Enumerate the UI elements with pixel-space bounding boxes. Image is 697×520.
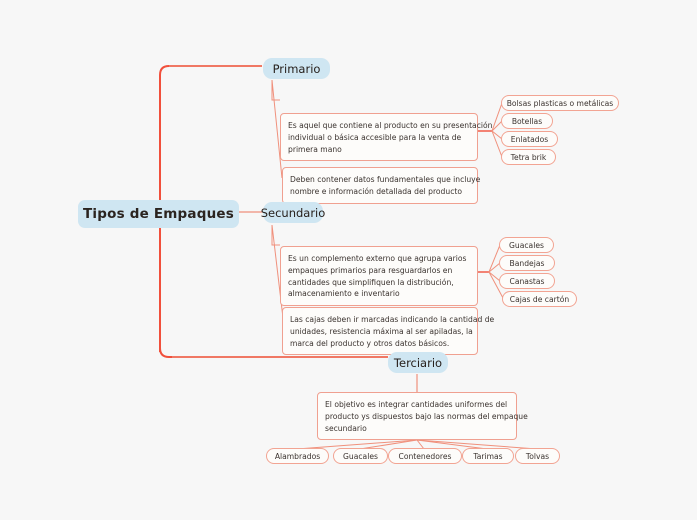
leaf-cajas-de-carton[interactable]: Cajas de cartón <box>502 291 577 307</box>
primario-description-2[interactable]: Deben contener datos fundamentales que i… <box>282 167 481 204</box>
primario-fan-1 <box>271 80 280 101</box>
leaf-canastas[interactable]: Canastas <box>499 273 555 289</box>
leaf-enlatados[interactable]: Enlatados <box>501 131 558 147</box>
desc-line: cantidades que simplifiquen la distribuc… <box>288 277 454 287</box>
leaf-label: Bolsas plasticas o metálicas <box>506 98 614 108</box>
desc-line: primera mano <box>288 144 342 154</box>
leaf-label: Tolvas <box>525 451 550 461</box>
secundario-description-2[interactable]: Las cajas deben ir marcadas indicando la… <box>282 307 495 356</box>
desc-line: empaques primarios para resguardarlos en <box>288 265 453 275</box>
leaf-botellas[interactable]: Botellas <box>501 113 553 129</box>
leaf-bandejas[interactable]: Bandejas <box>499 255 555 271</box>
leaf-label: Guacales <box>343 451 378 461</box>
leaf-label: Botellas <box>511 116 543 126</box>
leaf-label: Bandejas <box>509 258 545 268</box>
topic-secundario[interactable]: Secundario <box>260 202 326 223</box>
leaf-label: Alambrados <box>274 451 321 461</box>
desc-line: Deben contener datos fundamentales que i… <box>290 175 481 184</box>
primario-description-1[interactable]: Es aquel que contiene al producto en su … <box>280 113 493 162</box>
root-label: Tipos de Empaques <box>83 206 234 222</box>
desc-line: Es un complemento externo que agrupa var… <box>288 254 467 263</box>
primario-leaf-c1 <box>491 102 503 132</box>
leaf-guacales-secundario[interactable]: Guacales <box>499 237 554 253</box>
leaf-tolvas[interactable]: Tolvas <box>515 448 560 464</box>
leaf-label: Enlatados <box>510 134 549 144</box>
desc-line: individual o básica accesible para la ve… <box>288 132 462 142</box>
desc-line: Es aquel que contiene al producto en su … <box>288 121 493 130</box>
desc-line: almacenamiento e inventario <box>288 289 400 299</box>
topic-secundario-label: Secundario <box>260 205 326 220</box>
leaf-label: Canastas <box>509 276 545 286</box>
topic-primario[interactable]: Primario <box>263 58 330 79</box>
secundario-description-1[interactable]: Es un complemento externo que agrupa var… <box>280 246 478 307</box>
leaf-label: Tetra brik <box>510 152 547 162</box>
leaf-tetra-brik[interactable]: Tetra brik <box>501 149 556 165</box>
leaf-label: Contenedores <box>398 451 452 461</box>
desc-line: Las cajas deben ir marcadas indicando la… <box>290 315 495 324</box>
desc-line: El objetivo es integrar cantidades unifo… <box>325 400 508 409</box>
leaf-label: Cajas de cartón <box>509 294 570 304</box>
leaf-bolsas-plasticas[interactable]: Bolsas plasticas o metálicas <box>501 95 619 111</box>
desc-line: secundario <box>325 423 367 433</box>
leaf-alambrados[interactable]: Alambrados <box>266 448 329 464</box>
desc-line: unidades, resistencia máxima al ser apil… <box>290 326 473 336</box>
terciario-description-1[interactable]: El objetivo es integrar cantidades unifo… <box>317 392 528 441</box>
secundario-leaf-c1 <box>488 244 501 273</box>
secundario-fan-1 <box>271 225 280 246</box>
leaf-label: Tarimas <box>473 451 503 461</box>
leaf-label: Guacales <box>509 240 544 250</box>
desc-line: nombre e información detallada del produ… <box>290 186 462 196</box>
leaf-tarimas[interactable]: Tarimas <box>462 448 514 464</box>
desc-line: producto ys dispuestos bajo las normas d… <box>325 411 528 421</box>
topic-terciario-label: Terciario <box>393 355 443 370</box>
root-node[interactable]: Tipos de Empaques <box>78 200 239 228</box>
topic-primario-label: Primario <box>272 61 321 76</box>
leaf-guacales-terciario[interactable]: Guacales <box>333 448 388 464</box>
leaf-contenedores[interactable]: Contenedores <box>388 448 462 464</box>
desc-line: marca del producto y otros datos básicos… <box>290 338 450 348</box>
topic-terciario[interactable]: Terciario <box>388 352 448 373</box>
primario-leaf-c4 <box>491 130 503 158</box>
